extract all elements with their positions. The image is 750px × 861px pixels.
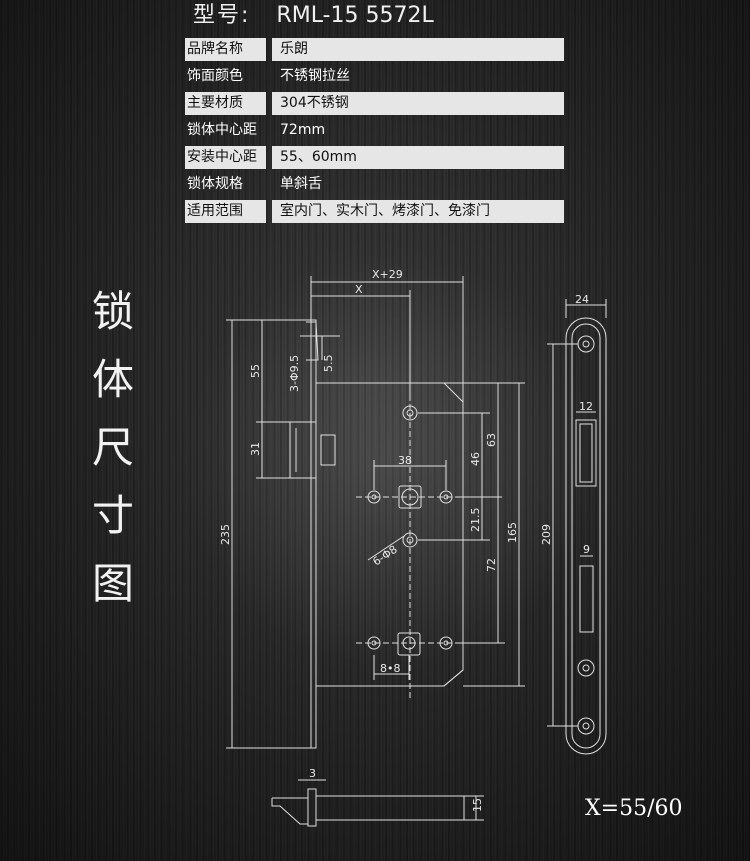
bolt-bottom-view	[271, 779, 484, 827]
side-title: 锁 体 尺 寸 图	[88, 278, 138, 618]
spec-key: 锁体中心距	[187, 122, 257, 138]
spec-key: 主要材质	[185, 92, 266, 115]
spec-row: 品牌名称乐朗	[185, 36, 565, 63]
dim-5-5: 5.5	[322, 355, 335, 373]
spec-value: 不锈钢拉丝	[280, 68, 350, 84]
faceplate-screw	[577, 717, 595, 735]
model-value: RML-15 5572L	[276, 3, 434, 28]
bolt-body	[315, 795, 465, 821]
dim-3: 3	[309, 767, 316, 780]
side-title-char: 尺	[91, 423, 134, 472]
dim-235: 235	[219, 524, 232, 545]
dim-3phi95: 3-Φ9.5	[288, 355, 301, 392]
center-lines	[356, 395, 466, 700]
spec-row: 适用范围室内门、实木门、烤漆门、免漆门	[185, 198, 565, 225]
side-title-char: 体	[91, 355, 134, 404]
dim-6phi8: 6-Φ8	[370, 543, 399, 569]
faceplate-side-view	[547, 299, 607, 755]
dim-15: 15	[471, 798, 484, 812]
spec-key: 适用范围	[185, 200, 266, 223]
latch-housing	[320, 434, 336, 466]
dim-x29: X+29	[372, 268, 403, 281]
spec-key: 饰面颜色	[187, 68, 243, 84]
latch-opening	[575, 419, 597, 487]
spec-row: 安装中心距 55、60mm	[185, 144, 565, 171]
spec-table: 品牌名称乐朗饰面颜色 不锈钢拉丝主要材质 304不锈钢锁体中心距 72mm 安装中心距 5…	[185, 36, 565, 225]
spec-value: 室内门、实木门、烤漆门、免漆门	[272, 200, 564, 223]
faceplate-screw	[577, 335, 595, 353]
dim-21-5: 21.5	[469, 508, 482, 533]
side-title-char: 寸	[91, 491, 134, 540]
latch-bolt	[289, 421, 316, 479]
bolt-opening	[579, 565, 594, 633]
bolt-tip	[271, 797, 309, 825]
spec-row: 锁体规格 单斜舌	[185, 171, 565, 198]
dimension-lines	[226, 276, 525, 749]
dim-x: X	[355, 283, 363, 296]
bolt-plate	[307, 788, 317, 827]
spec-value: 乐朗	[272, 38, 564, 61]
dim-209: 209	[540, 524, 553, 545]
faceplate	[310, 319, 317, 749]
dim-63: 63	[485, 433, 498, 447]
dim-38: 38	[398, 454, 412, 467]
side-title-char: 锁	[91, 287, 134, 336]
spec-key: 锁体规格	[187, 176, 243, 192]
dim-8-8: 8•8	[380, 662, 401, 675]
spec-value: 单斜舌	[280, 176, 322, 192]
spec-key: 品牌名称	[185, 38, 266, 61]
spec-row: 饰面颜色 不锈钢拉丝	[185, 63, 565, 90]
spec-key: 安装中心距	[185, 146, 266, 169]
faceplate-screw	[577, 659, 595, 677]
model-label: 型号:	[193, 3, 251, 28]
spec-row: 主要材质 304不锈钢	[185, 90, 565, 117]
dimension-labels: X+29 X 24 12 9 55 3-Φ9.5 5.5 31 38 46 63…	[219, 268, 593, 812]
spec-value: 72mm	[280, 122, 326, 138]
faceplate-outline	[565, 317, 607, 755]
dim-12: 12	[579, 400, 593, 413]
top-bevel	[306, 321, 319, 361]
dim-9: 9	[583, 543, 590, 556]
dim-24: 24	[575, 293, 589, 306]
spec-row: 锁体中心距 72mm	[185, 117, 565, 144]
spec-value: 55、60mm	[272, 146, 564, 169]
dim-31: 31	[249, 442, 262, 456]
case-chamfer	[443, 382, 464, 403]
cylinder-hole	[397, 632, 421, 656]
dim-55: 55	[249, 364, 262, 378]
model-title: 型号: RML-15 5572L	[193, 0, 434, 34]
lock-body-outline	[289, 319, 464, 749]
dim-165: 165	[506, 522, 519, 543]
side-title-char: 图	[91, 559, 134, 608]
x-value-note: X=55/60	[585, 796, 683, 821]
spec-value: 304不锈钢	[272, 92, 564, 115]
dim-46: 46	[469, 452, 482, 466]
dim-72: 72	[485, 558, 498, 572]
